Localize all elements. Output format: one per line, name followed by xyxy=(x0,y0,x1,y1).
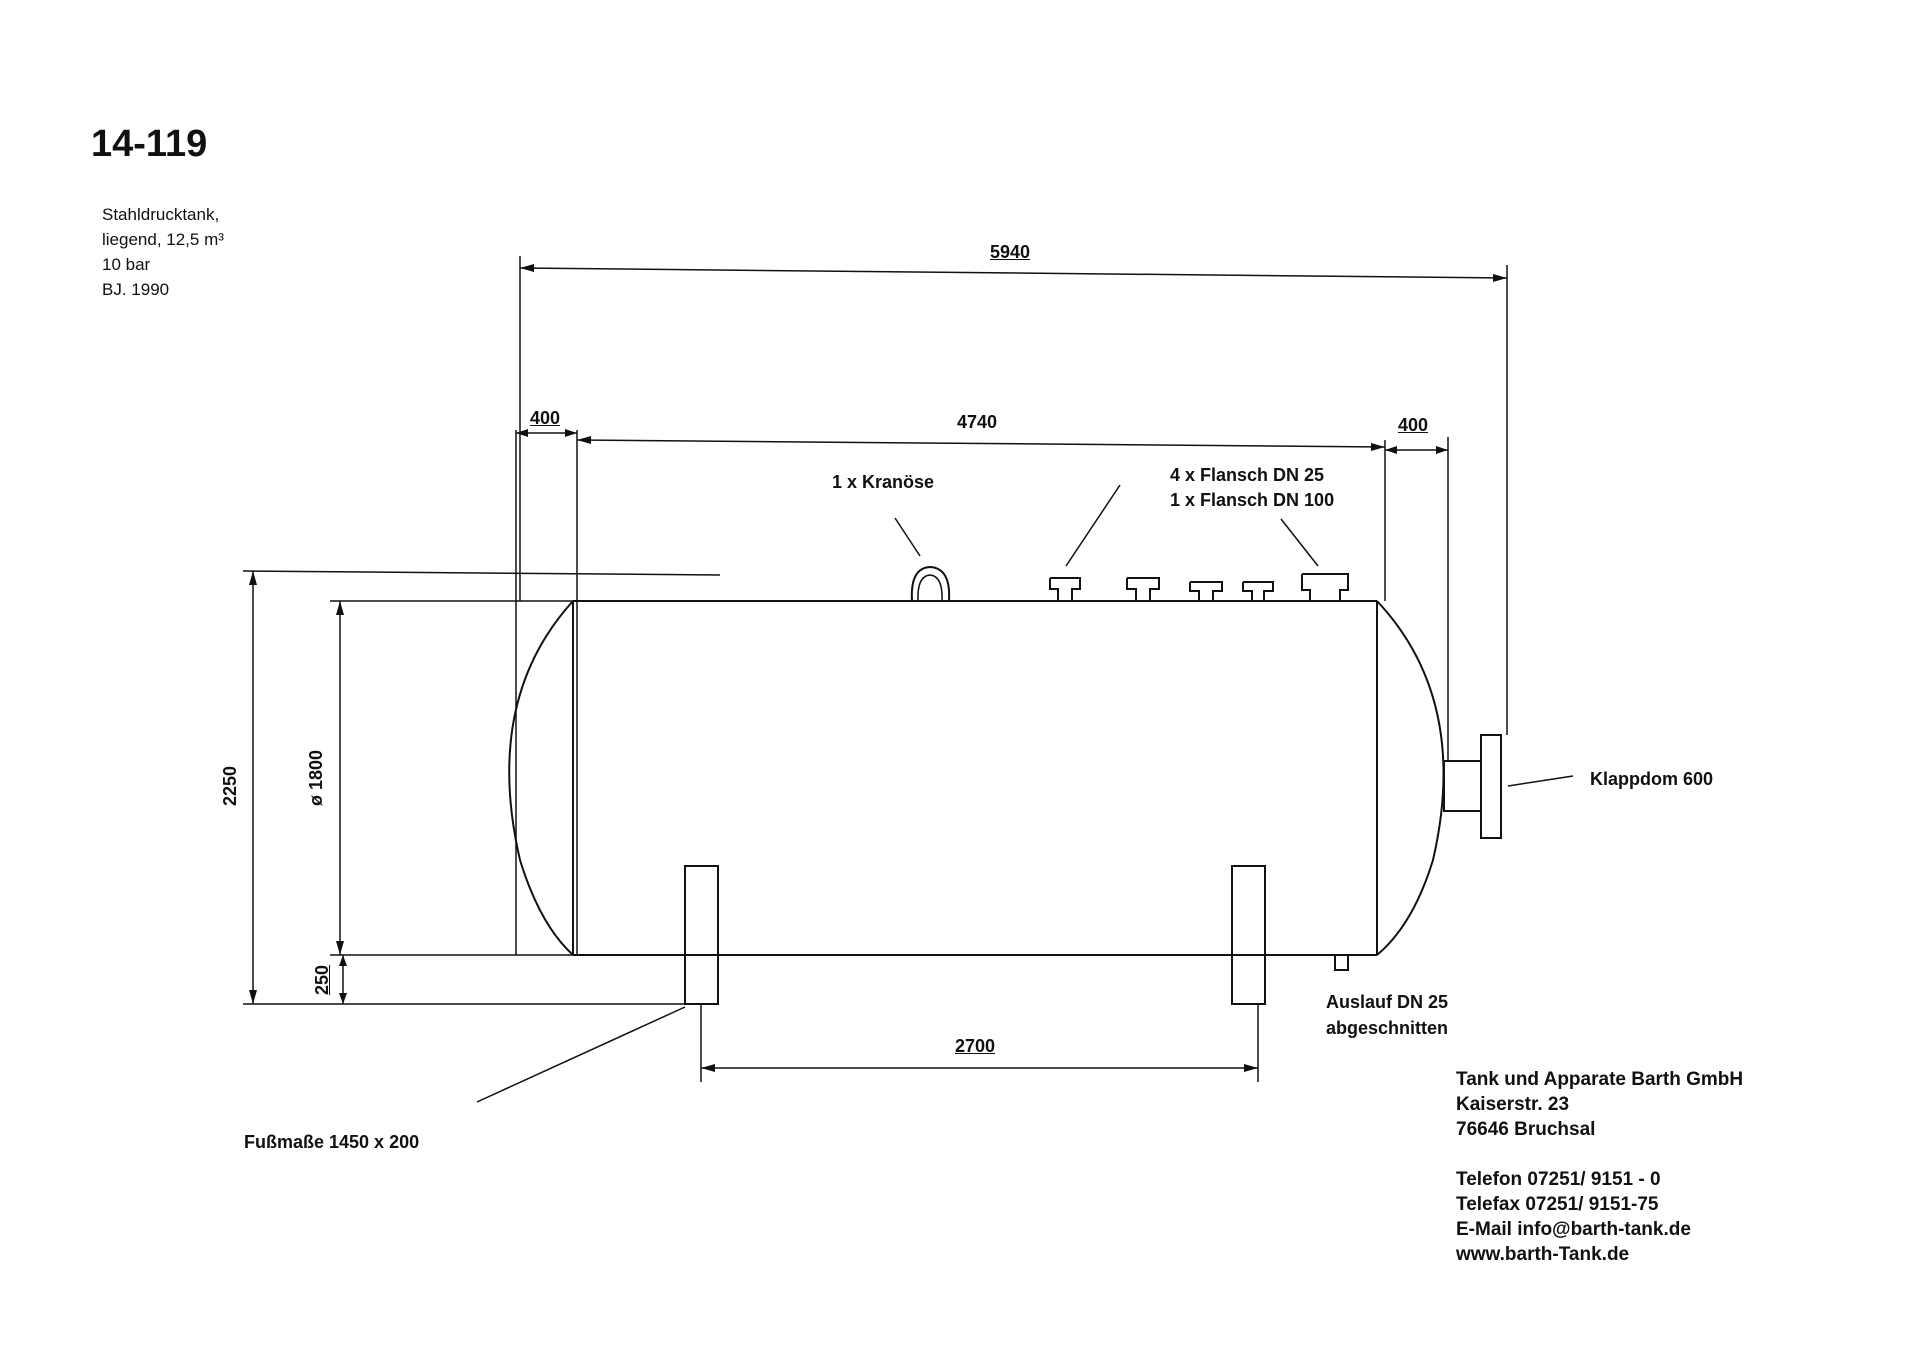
dim-overall-height-label: 2250 xyxy=(220,765,241,807)
description-line-3: 10 bar xyxy=(102,255,151,274)
drawing-id: 14-119 xyxy=(91,123,208,165)
tank-description: Stahldrucktank, liegend, 12,5 m³ 10 bar … xyxy=(102,202,224,302)
right-foot xyxy=(1231,865,1266,1005)
description-line-1: Stahldrucktank, xyxy=(102,205,220,224)
flanges-label-line-1: 4 x Flansch DN 25 xyxy=(1170,465,1325,485)
company-email: E-Mail info@barth-tank.de xyxy=(1456,1219,1691,1240)
company-city: 76646 Bruchsal xyxy=(1456,1119,1596,1140)
foot-leader xyxy=(476,1006,686,1103)
dim-head-shell xyxy=(515,429,1449,955)
dim-right-head-label: 400 xyxy=(1398,415,1429,435)
crane-lug xyxy=(910,565,951,602)
outlet-label-line-2: abgeschnitten xyxy=(1326,1018,1449,1038)
crane-lug-inner xyxy=(917,574,943,602)
dim-foot-spacing xyxy=(700,1004,1259,1082)
foot-size-label: Fußmaße 1450 x 200 xyxy=(244,1132,420,1152)
tank-body xyxy=(508,600,1445,956)
left-foot xyxy=(684,865,719,1005)
company-name: Tank und Apparate Barth GmbH xyxy=(1456,1069,1744,1090)
outlet-label-line-1: Auslauf DN 25 xyxy=(1326,992,1449,1012)
flange-leader-2 xyxy=(1280,518,1319,567)
description-line-4: BJ. 1990 xyxy=(102,280,170,299)
flanges-label-line-2: 1 x Flansch DN 100 xyxy=(1170,490,1335,510)
company-fax: Telefax 07251/ 9151-75 xyxy=(1456,1194,1659,1215)
left-head xyxy=(508,600,574,956)
flanges xyxy=(1049,484,1349,602)
company-spacer xyxy=(1456,1142,1743,1167)
company-street: Kaiserstr. 23 xyxy=(1456,1094,1570,1115)
dim-diameter xyxy=(330,600,573,956)
crane-lug-leader xyxy=(894,517,921,557)
dim-shell-length-label: 4740 xyxy=(957,412,998,432)
dim-left-head-label: 400 xyxy=(530,408,561,428)
dim-overall-length xyxy=(519,256,1508,735)
right-head xyxy=(1376,600,1445,956)
company-phone: Telefon 07251/ 9151 - 0 xyxy=(1456,1169,1661,1190)
description-line-2: liegend, 12,5 m³ xyxy=(102,230,224,249)
dim-overall-height xyxy=(242,570,721,1005)
dim-overall-length-label: 5940 xyxy=(990,242,1031,262)
manhole-label: Klappdom 600 xyxy=(1590,769,1714,789)
company-block: Tank und Apparate Barth GmbH Kaiserstr. … xyxy=(1456,1067,1743,1267)
flange-leader-1 xyxy=(1065,484,1121,567)
dim-foot-height xyxy=(339,955,347,1004)
crane-lug-label: 1 x Kranöse xyxy=(832,472,935,492)
outlet xyxy=(1334,954,1349,971)
manhole xyxy=(1443,734,1574,839)
dim-diameter-label: ø 1800 xyxy=(306,749,327,807)
manhole-leader xyxy=(1507,775,1574,787)
dim-foot-height-label: 250 xyxy=(312,964,333,996)
dim-foot-spacing-label: 2700 xyxy=(955,1036,996,1056)
company-web: www.barth-Tank.de xyxy=(1456,1244,1630,1265)
